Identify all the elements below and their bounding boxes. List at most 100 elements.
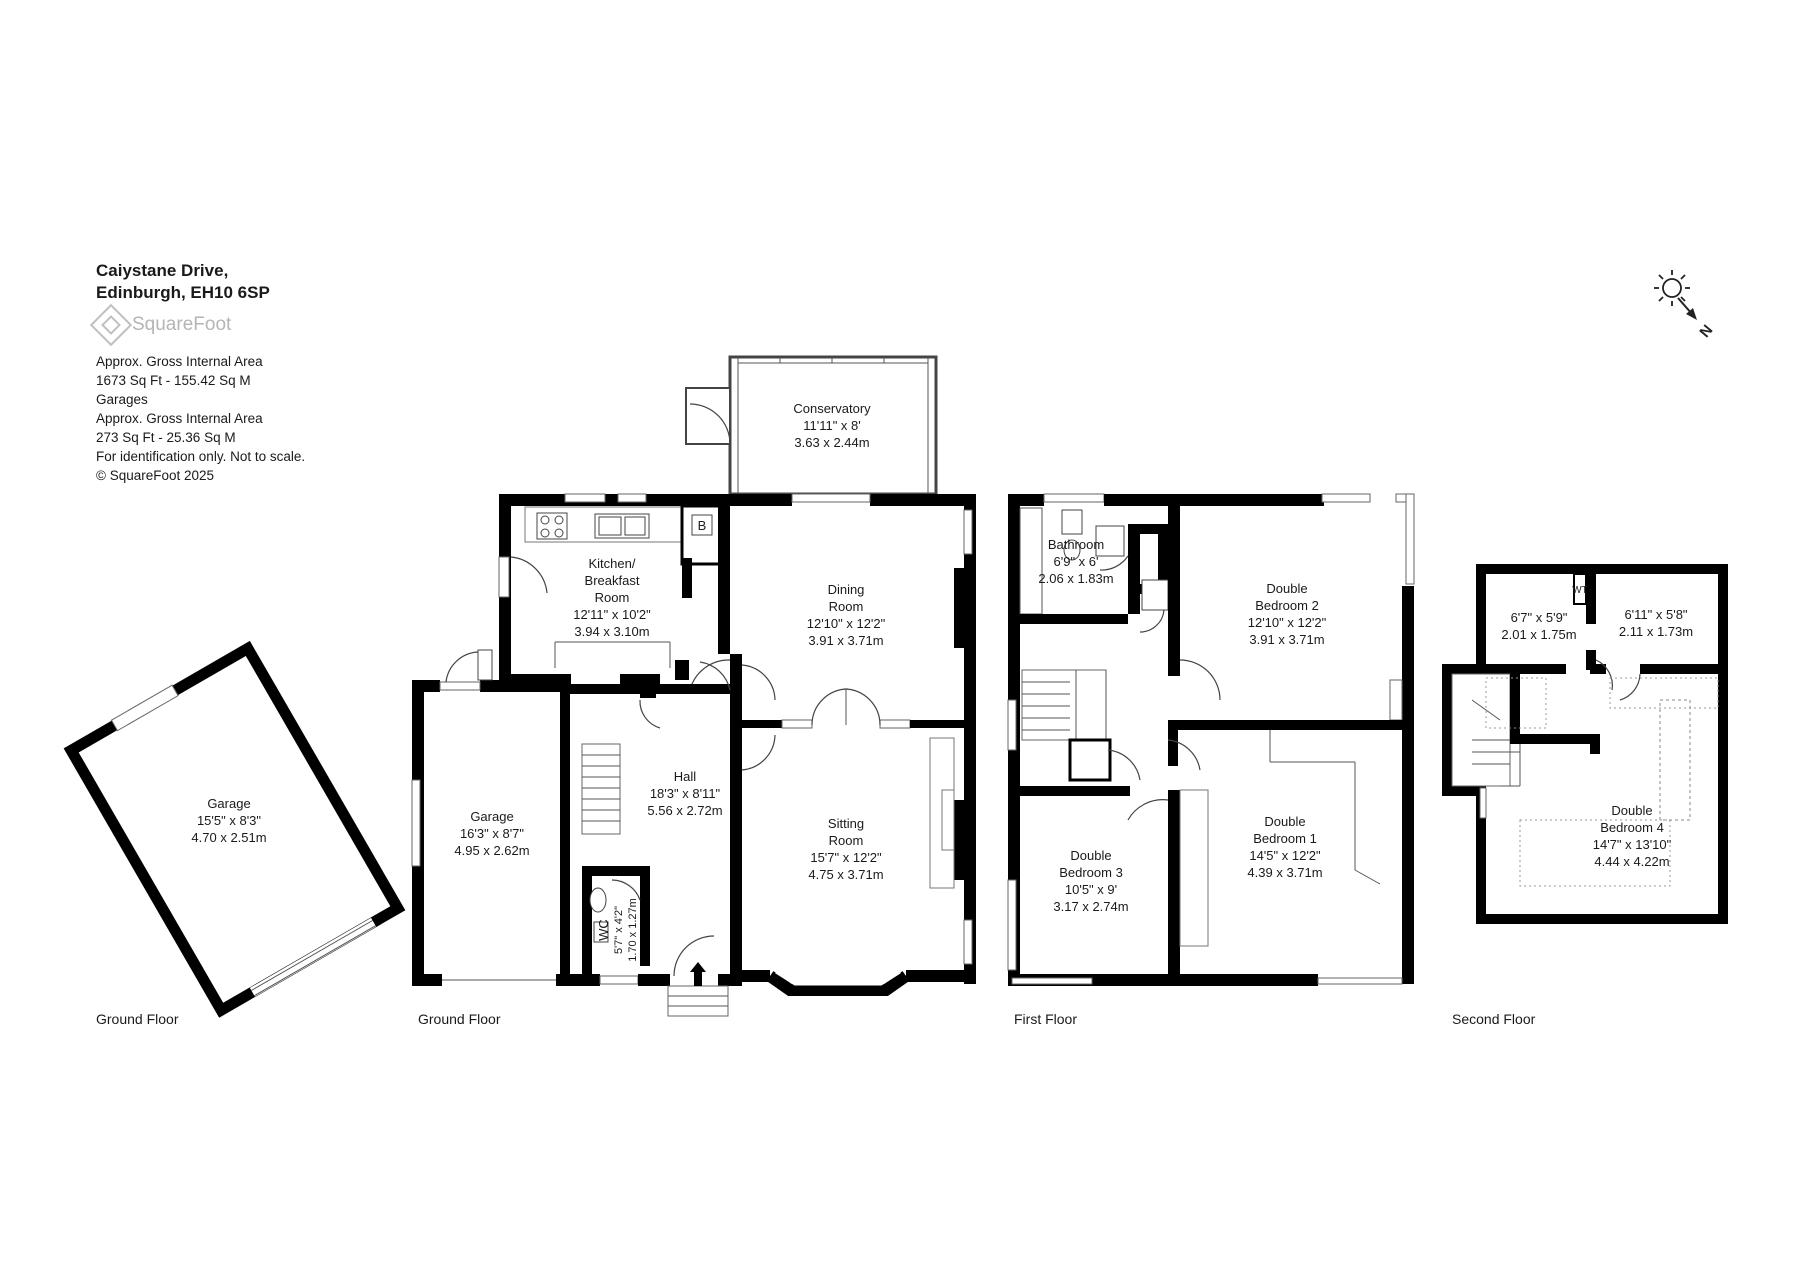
info-line: Approx. Gross Internal Area — [96, 411, 263, 426]
room-size-m: 3.91 x 3.71m — [1249, 632, 1324, 647]
room-name: Garage — [207, 796, 250, 811]
bath-icon — [1019, 507, 1043, 615]
room-dining: Dining Room 12'10" x 12'2" 3.91 x 3.71m — [807, 582, 886, 648]
room-size-m: 3.94 x 3.10m — [574, 624, 649, 639]
room-name: Kitchen/ — [589, 556, 636, 571]
north-label: N — [1696, 322, 1716, 341]
ground-floor-plan: B — [411, 355, 976, 1017]
kitchen-side-door — [498, 556, 510, 598]
room-name: Conservatory — [793, 401, 871, 416]
french-doors — [811, 688, 849, 726]
built-in-wardrobe — [1179, 789, 1209, 947]
room-name: Room — [829, 833, 864, 848]
toilet-icon — [1061, 509, 1083, 535]
room-size-ft: 6'7" x 5'9" — [1511, 610, 1568, 625]
area-info: Approx. Gross Internal Area 1673 Sq Ft -… — [96, 352, 416, 485]
room-size-ft: 11'11" x 8' — [803, 418, 861, 433]
info-line: Garages — [96, 392, 148, 407]
room-size-m: 2.01 x 1.75m — [1501, 627, 1576, 642]
room-size-ft: 10'5" x 9' — [1065, 882, 1117, 897]
room-garage-detached: Garage 15'5" x 8'3" 4.70 x 2.51m — [191, 796, 266, 845]
garage-window — [411, 779, 421, 867]
room-size-m: 1.70 x 1.27m — [627, 898, 639, 962]
room-size-ft: 12'10" x 12'2" — [1248, 615, 1327, 630]
room-size-ft: 14'7" x 13'10" — [1593, 837, 1672, 852]
info-line: Approx. Gross Internal Area — [96, 354, 263, 369]
room-bathroom: Bathroom 6'9" x 6' 2.06 x 1.83m — [1038, 537, 1113, 586]
floor-label-second: Second Floor — [1452, 1011, 1536, 1027]
room-size-m: 3.17 x 2.74m — [1053, 899, 1128, 914]
room-size-m: 4.44 x 4.22m — [1594, 854, 1669, 869]
room-name: Hall — [674, 769, 697, 784]
room-store-a: 6'7" x 5'9" 2.01 x 1.75m — [1501, 610, 1576, 642]
room-size-m: 2.11 x 1.73m — [1619, 624, 1693, 639]
room-wc: WC 5'7" x 4'2" 1.70 x 1.27m — [596, 898, 639, 962]
compass: N — [1654, 270, 1716, 341]
room-name: Double — [1611, 803, 1652, 818]
room-name: Double — [1264, 814, 1305, 829]
room-size-ft: 16'3" x 8'7" — [460, 826, 524, 841]
bay-window — [766, 971, 910, 996]
room-name: Double — [1266, 581, 1307, 596]
stairs — [581, 743, 621, 835]
room-name: Double — [1070, 848, 1111, 863]
dining-window — [791, 493, 871, 503]
room-size-ft: 6'11" x 5'8" — [1624, 607, 1687, 622]
room-size-ft: 12'10" x 12'2" — [807, 616, 886, 631]
garage-detached-window — [110, 684, 179, 732]
room-kitchen: Kitchen/ Breakfast Room 12'11" x 10'2" 3… — [573, 556, 651, 639]
room-hall: Hall 18'3" x 8'11" 5.56 x 2.72m — [647, 769, 722, 818]
room-name: Breakfast — [585, 573, 640, 588]
room-conservatory: Conservatory 11'11" x 8' 3.63 x 2.44m — [793, 401, 871, 450]
sun-icon — [1662, 278, 1682, 298]
stairs — [1451, 673, 1511, 787]
room-size-m: 4.70 x 2.51m — [191, 830, 266, 845]
first-floor-plan — [1007, 493, 1415, 986]
basin-icon — [1095, 525, 1125, 557]
room-size-m: 3.63 x 2.44m — [794, 435, 869, 450]
room-size-ft: 15'7" x 12'2" — [810, 850, 882, 865]
logo-text: SquareFoot — [132, 314, 232, 335]
address-line-1: Caiystane Drive, — [96, 261, 229, 280]
room-size-m: 4.95 x 2.62m — [454, 843, 529, 858]
floor-label-ground: Ground Floor — [418, 1011, 501, 1027]
room-size-ft: 18'3" x 8'11" — [650, 786, 721, 801]
second-floor-plan: WT — [1442, 564, 1728, 924]
room-bedroom-2: Double Bedroom 2 12'10" x 12'2" 3.91 x 3… — [1248, 581, 1327, 647]
room-name: Room — [829, 599, 864, 614]
squarefoot-logo: SquareFoot — [89, 303, 416, 347]
front-steps — [667, 985, 729, 1017]
room-size-m: 4.39 x 3.71m — [1247, 865, 1322, 880]
room-name: Dining — [828, 582, 865, 597]
room-name: WC — [596, 919, 611, 941]
info-line: 273 Sq Ft - 25.36 Sq M — [96, 430, 236, 445]
room-size-ft: 5'7" x 4'2" — [613, 906, 625, 954]
room-size-ft: 6'9" x 6' — [1054, 554, 1099, 569]
room-size-m: 5.56 x 2.72m — [647, 803, 722, 818]
boiler-label: B — [698, 518, 707, 533]
info-line: For identification only. Not to scale. — [96, 449, 306, 464]
room-name: Sitting — [828, 816, 864, 831]
room-size-m: 3.91 x 3.71m — [808, 633, 883, 648]
detached-garage-plan — [63, 640, 406, 1018]
room-store-b: 6'11" x 5'8" 2.11 x 1.73m — [1619, 607, 1693, 639]
room-bedroom-4: Double Bedroom 4 14'7" x 13'10" 4.44 x 4… — [1593, 803, 1672, 869]
room-size-m: 2.06 x 1.83m — [1038, 571, 1113, 586]
property-header: Caiystane Drive, Edinburgh, EH10 6SP Squ… — [89, 260, 416, 485]
info-line: © SquareFoot 2025 — [96, 468, 215, 483]
room-name: Bedroom 3 — [1059, 865, 1123, 880]
room-size-ft: 15'5" x 8'3" — [197, 813, 261, 828]
room-size-ft: 14'5" x 12'2" — [1249, 848, 1321, 863]
room-name: Bedroom 1 — [1253, 831, 1317, 846]
room-size-ft: 12'11" x 10'2" — [573, 607, 651, 622]
entrance-arrow-icon — [690, 962, 706, 986]
room-name: Room — [595, 590, 630, 605]
floor-label-detached-garage: Ground Floor — [96, 1011, 179, 1027]
floor-label-first: First Floor — [1014, 1011, 1077, 1027]
room-name: Bedroom 2 — [1255, 598, 1319, 613]
garage-detached-door-opening — [249, 917, 377, 997]
room-name: Bedroom 4 — [1600, 820, 1664, 835]
address-line-2: Edinburgh, EH10 6SP — [96, 283, 270, 302]
room-size-m: 4.75 x 3.71m — [808, 867, 883, 882]
